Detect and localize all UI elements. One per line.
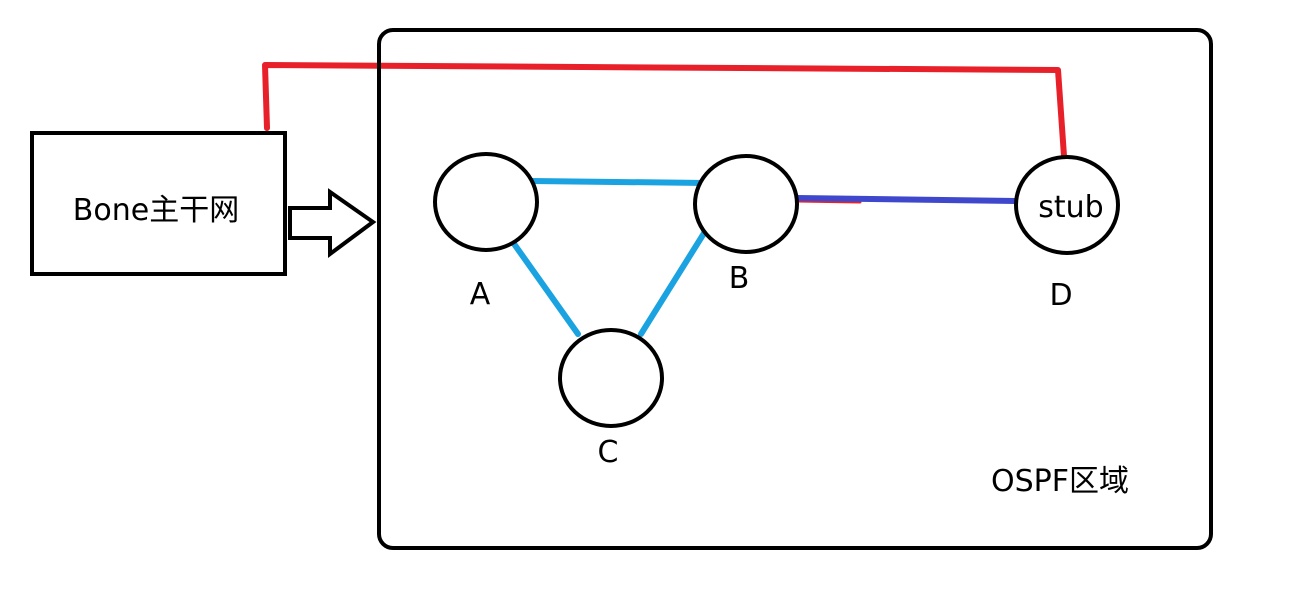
router-c-circle (558, 328, 664, 428)
router-a-circle (433, 152, 539, 252)
link-b-d-red-edge (795, 199, 862, 204)
arrow-into-area-icon (288, 188, 377, 258)
link-b-d (794, 195, 1019, 204)
router-d-circle (1014, 155, 1120, 255)
backbone-label: Bone主干网 (73, 193, 239, 228)
backbone-box (30, 131, 287, 276)
ospf-area-box (377, 28, 1213, 550)
link-a-c (509, 238, 581, 337)
link-a-b (529, 178, 709, 186)
ospf-area-label: OSPF区域 (991, 464, 1129, 499)
router-d-label: D (1049, 278, 1072, 313)
router-c-label: C (598, 435, 619, 470)
link-b-c (638, 227, 709, 337)
router-b-circle (693, 154, 799, 254)
virtual-link-line (262, 62, 1067, 159)
router-d-inner-label: stub (1038, 190, 1103, 225)
router-b-label: B (729, 261, 750, 296)
router-a-label: A (470, 277, 491, 312)
